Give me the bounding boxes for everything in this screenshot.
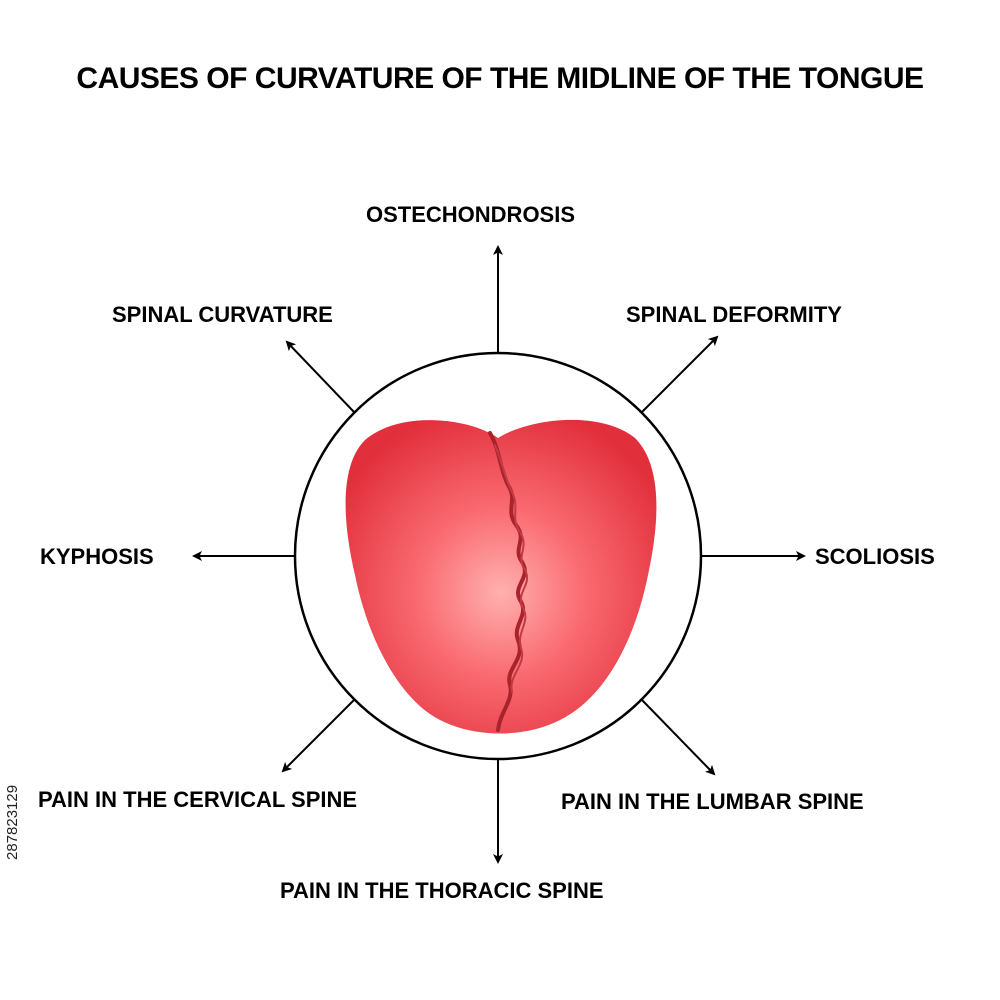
tongue-shape [345, 419, 657, 734]
arrow-top-right [641, 335, 719, 413]
tongue-midline-crack-shadow [494, 444, 528, 693]
arrow-top-left [285, 340, 355, 413]
label-kyphosis: KYPHOSIS [40, 544, 154, 569]
label-pain-cervical-spine: PAIN IN THE CERVICAL SPINE [38, 787, 358, 812]
label-scoliosis: SCOLIOSIS [815, 544, 935, 569]
arrow-bottom-left [281, 699, 355, 773]
diagram-title: CAUSES OF CURVATURE OF THE MIDLINE OF TH… [76, 62, 924, 95]
label-pain-thoracic-spine: PAIN IN THE THORACIC SPINE [280, 878, 604, 903]
image-id-text: 287823129 [4, 784, 21, 860]
arrow-bottom-right [641, 699, 716, 776]
label-spinal-deformity: SPINAL DEFORMITY [626, 302, 842, 327]
label-spinal-curvature: SPINAL CURVATURE [112, 302, 333, 327]
label-pain-lumbar-spine: PAIN IN THE LUMBAR SPINE [561, 789, 864, 814]
label-ostechondrosis: OSTECHONDROSIS [366, 202, 576, 227]
